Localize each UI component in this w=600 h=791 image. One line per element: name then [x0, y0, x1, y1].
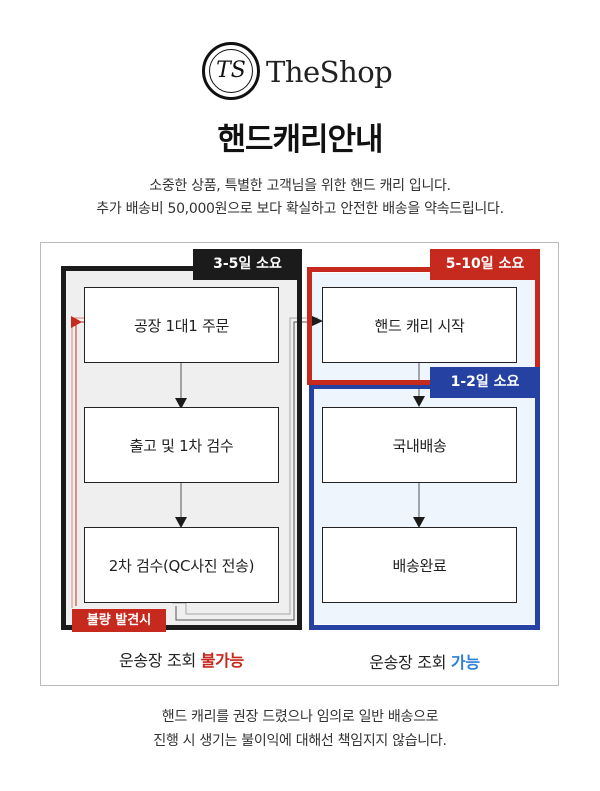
- tracking-available: 가능: [450, 653, 480, 672]
- subtitle-line-1: 소중한 상품, 특별한 고객님을 위한 핸드 캐리 입니다.: [149, 178, 451, 194]
- logo-monogram: TS: [216, 58, 246, 83]
- tracking-status-right: 운송장 조회 가능: [311, 649, 538, 673]
- footer-note-line-1: 핸드 캐리를 권장 드렸으나 임의로 일반 배송으로: [161, 709, 439, 725]
- step-delivery-complete: 배송완료: [322, 527, 517, 603]
- return-arrowhead: [71, 316, 82, 328]
- logo-emblem: [202, 42, 260, 100]
- step-handcarry-start: 핸드 캐리 시작: [322, 287, 517, 363]
- footer-note-line-2: 진행 시 생기는 불이익에 대해선 책임지지 않습니다.: [153, 733, 447, 749]
- to-handcarry-arrowhead: [310, 315, 323, 327]
- defect-found-tag: 불량 발견시: [72, 609, 166, 632]
- stage-frame-handcarry: [307, 267, 540, 385]
- logo-wordmark: TheShop: [266, 55, 393, 89]
- duration-tag-domestic: 1-2일 소요: [430, 367, 540, 398]
- step-second-inspection: 2차 검수(QC사진 전송): [84, 527, 279, 603]
- page-title: 핸드캐리안내: [217, 122, 383, 158]
- stage-frame-factory: [61, 266, 302, 630]
- subtitle-line-2: 추가 배송비 50,000원으로 보다 확실하고 안전한 배송을 약속드립니다.: [96, 201, 504, 217]
- tracking-label-left: 운송장 조회: [119, 651, 201, 670]
- step-factory-order: 공장 1대1 주문: [84, 287, 279, 363]
- step-domestic-delivery: 국내배송: [322, 407, 517, 483]
- duration-tag-handcarry: 5-10일 소요: [430, 249, 540, 280]
- duration-tag-factory: 3-5일 소요: [193, 249, 302, 280]
- tracking-status-left: 운송장 조회 불가능: [63, 647, 300, 671]
- step-first-inspection: 출고 및 1차 검수: [84, 407, 279, 483]
- tracking-unavailable: 불가능: [200, 651, 245, 670]
- stage-frame-domestic: [309, 384, 540, 630]
- tracking-label-right: 운송장 조회: [369, 653, 451, 672]
